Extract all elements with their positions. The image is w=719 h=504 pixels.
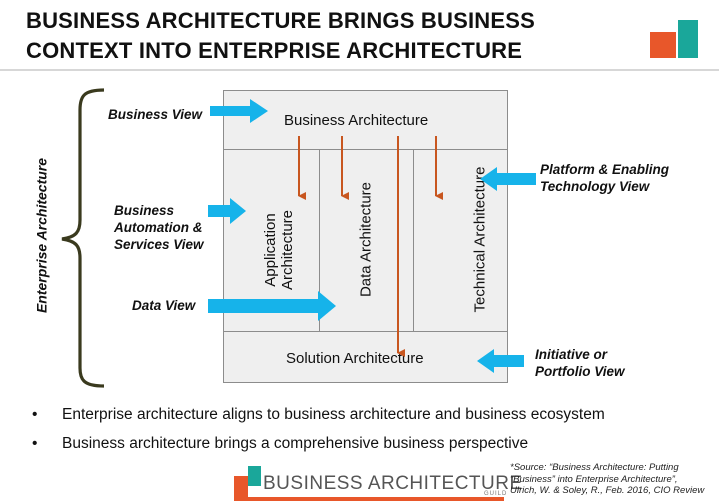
source-citation: *Source: “Business Architecture: Putting… [510, 462, 715, 497]
title-line-2: CONTEXT INTO ENTERPRISE ARCHITECTURE [26, 38, 523, 63]
platform-view-arrow [480, 167, 536, 191]
business-architecture-label: Business Architecture [284, 112, 429, 129]
solution-architecture-box [223, 331, 508, 383]
automation-view-line-1: Business [114, 203, 175, 218]
platform-view-line-2: Technology View [540, 179, 650, 194]
bullet-list: Enterprise architecture aligns to busine… [28, 400, 605, 458]
platform-view-label: Platform & Enabling Technology View [540, 161, 669, 195]
business-view-arrow [210, 99, 268, 123]
logo-orange-square [650, 32, 676, 58]
guild-logo-subtext: GUILD [484, 491, 508, 497]
initiative-view-line-1: Initiative or [535, 347, 608, 362]
initiative-view-line-2: Portfolio View [535, 364, 625, 379]
business-architecture-box [223, 90, 508, 150]
guild-logo-orange-square [234, 476, 248, 497]
slide-title: BUSINESS ARCHITECTURE BRINGS BUSINESS CO… [26, 6, 626, 66]
automation-view-label: Business Automation & Services View [114, 202, 204, 253]
bullet-item-2: Business architecture brings a comprehen… [28, 429, 605, 458]
enterprise-brace [61, 88, 105, 388]
initiative-view-label: Initiative or Portfolio View [535, 346, 625, 380]
logo-teal-square [678, 20, 698, 58]
source-line-1: *Source: “Business Architecture: Putting [510, 462, 679, 473]
initiative-view-arrow [477, 349, 524, 373]
automation-view-line-2: Automation & [114, 220, 203, 235]
title-line-1: BUSINESS ARCHITECTURE BRINGS BUSINESS [26, 8, 535, 33]
guild-logo-text: BUSINESS ARCHITECTURE [263, 473, 523, 494]
bullet-item-1: Enterprise architecture aligns to busine… [28, 400, 605, 429]
source-line-3: Ulrich, W. & Soley, R., Feb. 2016, CIO R… [510, 485, 705, 496]
automation-view-arrow [208, 198, 246, 224]
data-view-label: Data View [132, 298, 196, 313]
automation-view-line-3: Services View [114, 237, 204, 252]
platform-view-line-1: Platform & Enabling [540, 162, 670, 177]
guild-logo-bar [234, 497, 504, 501]
solution-architecture-label: Solution Architecture [286, 350, 424, 367]
guild-logo-teal-square [248, 466, 261, 486]
business-view-label: Business View [108, 107, 203, 122]
data-view-arrow [208, 291, 336, 321]
title-divider [0, 69, 719, 71]
source-line-2: “Business” into Enterprise Architecture”… [510, 473, 678, 485]
